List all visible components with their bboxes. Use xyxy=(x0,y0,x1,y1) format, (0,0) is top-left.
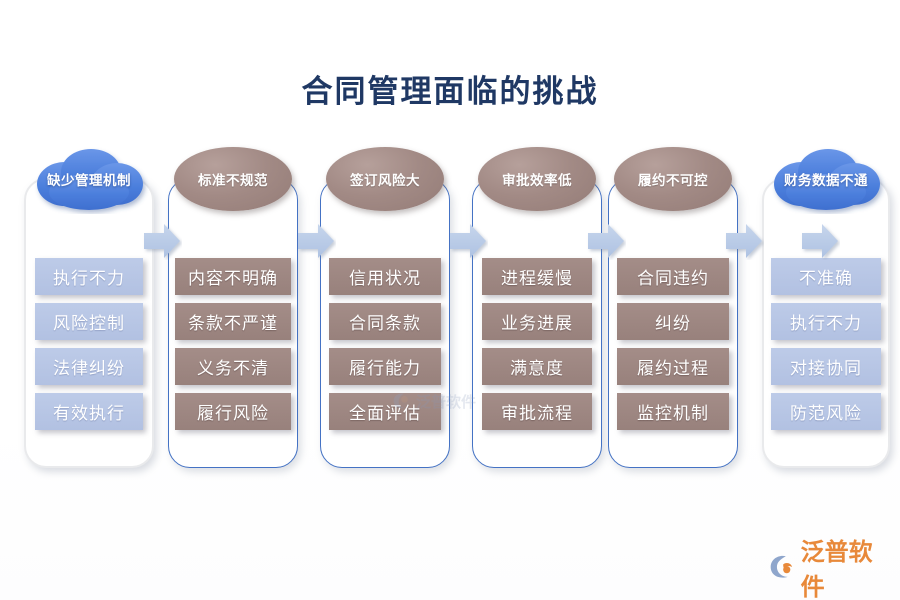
column-header-label: 履约不可控 xyxy=(638,173,708,189)
challenge-item-label: 履约过程 xyxy=(637,359,709,379)
challenge-item-label: 审批流程 xyxy=(501,404,573,424)
flow-arrow xyxy=(586,222,626,260)
column-item-list: 执行不力风险控制法律纠纷有效执行 xyxy=(24,258,154,438)
column-header-label: 标准不规范 xyxy=(198,173,268,189)
challenge-item-label: 合同违约 xyxy=(637,269,709,289)
challenge-item[interactable]: 全面评估 xyxy=(329,393,441,430)
challenge-item-label: 履行风险 xyxy=(197,404,269,424)
challenge-item-label: 进程缓慢 xyxy=(501,269,573,289)
flow-arrow xyxy=(724,222,764,260)
challenge-item-label: 法律纠纷 xyxy=(53,359,125,379)
flow-arrow xyxy=(448,222,488,260)
challenge-item[interactable]: 法律纠纷 xyxy=(35,348,143,385)
challenge-item-label: 业务进展 xyxy=(501,314,573,334)
logo-name: 泛普软件 xyxy=(800,538,873,600)
right-arrow-icon xyxy=(588,224,624,258)
challenge-item-label: 执行不力 xyxy=(790,314,862,334)
column-header[interactable]: 缺少管理机制 xyxy=(25,144,153,214)
challenge-item-label: 监控机制 xyxy=(637,404,709,424)
challenge-item[interactable]: 防范风险 xyxy=(771,393,881,430)
challenge-item-label: 防范风险 xyxy=(790,404,862,424)
column-header-label: 财务数据不通 xyxy=(784,173,868,189)
challenge-item-label: 纠纷 xyxy=(655,314,691,334)
challenge-item[interactable]: 条款不严谨 xyxy=(175,303,291,340)
flow-arrow xyxy=(142,222,182,260)
challenge-item[interactable]: 纠纷 xyxy=(617,303,729,340)
challenge-item-label: 满意度 xyxy=(510,359,564,379)
challenge-item-label: 风险控制 xyxy=(53,314,125,334)
column-header[interactable]: 签订风险大 xyxy=(326,147,444,211)
challenge-item[interactable]: 执行不力 xyxy=(35,258,143,295)
right-arrow-icon xyxy=(802,224,838,258)
challenge-item-label: 不准确 xyxy=(799,269,853,289)
challenge-item-label: 条款不严谨 xyxy=(188,314,278,334)
cloud-shape-icon xyxy=(774,149,880,210)
right-arrow-icon xyxy=(726,224,762,258)
challenge-item[interactable]: 监控机制 xyxy=(617,393,729,430)
challenge-item[interactable]: 义务不清 xyxy=(175,348,291,385)
right-arrow-icon xyxy=(144,224,180,258)
column-header[interactable]: 履约不可控 xyxy=(614,147,732,211)
challenge-item[interactable]: 不准确 xyxy=(771,258,881,295)
challenge-item[interactable]: 有效执行 xyxy=(35,393,143,430)
challenge-item-label: 合同条款 xyxy=(349,314,421,334)
challenge-item[interactable]: 对接协同 xyxy=(771,348,881,385)
challenge-item-label: 执行不力 xyxy=(53,269,125,289)
challenge-item[interactable]: 风险控制 xyxy=(35,303,143,340)
challenge-item[interactable]: 满意度 xyxy=(482,348,592,385)
challenge-item-label: 义务不清 xyxy=(197,359,269,379)
challenge-item[interactable]: 业务进展 xyxy=(482,303,592,340)
flow-arrow xyxy=(296,222,336,260)
cloud-shape-icon xyxy=(37,149,143,210)
column-header-label: 审批效率低 xyxy=(502,173,572,189)
column-item-list: 不准确执行不力对接协同防范风险 xyxy=(762,258,890,438)
column-header[interactable]: 标准不规范 xyxy=(174,147,292,211)
fanpu-logo-icon xyxy=(770,555,793,578)
logo-row: 泛普软件 xyxy=(768,532,892,600)
challenge-item[interactable]: 审批流程 xyxy=(482,393,592,430)
page-title: 合同管理面临的挑战 xyxy=(301,74,599,110)
challenge-item-label: 履行能力 xyxy=(349,359,421,379)
right-arrow-icon xyxy=(450,224,486,258)
challenge-item[interactable]: 内容不明确 xyxy=(175,258,291,295)
column-header[interactable]: 财务数据不通 xyxy=(762,144,890,214)
challenge-item-label: 内容不明确 xyxy=(188,269,278,289)
challenge-item[interactable]: 履约过程 xyxy=(617,348,729,385)
column-header[interactable]: 审批效率低 xyxy=(478,147,596,211)
challenge-item-label: 全面评估 xyxy=(349,404,421,424)
challenge-item[interactable]: 合同条款 xyxy=(329,303,441,340)
challenge-item[interactable]: 进程缓慢 xyxy=(482,258,592,295)
challenge-item[interactable]: 合同违约 xyxy=(617,258,729,295)
challenge-item-label: 信用状况 xyxy=(349,269,421,289)
column-item-list: 信用状况合同条款履行能力全面评估 xyxy=(320,258,450,438)
column-item-list: 内容不明确条款不严谨义务不清履行风险 xyxy=(168,258,298,438)
flow-arrow xyxy=(800,222,840,260)
challenge-item[interactable]: 信用状况 xyxy=(329,258,441,295)
column-item-list: 进程缓慢业务进展满意度审批流程 xyxy=(472,258,602,438)
right-arrow-icon xyxy=(298,224,334,258)
brand-logo: 泛普软件 www.fanpusoft.com xyxy=(768,532,892,600)
challenge-item-label: 对接协同 xyxy=(790,359,862,379)
column-header-label: 签订风险大 xyxy=(350,173,420,189)
column-item-list: 合同违约纠纷履约过程监控机制 xyxy=(608,258,738,438)
challenge-item-label: 有效执行 xyxy=(53,404,125,424)
challenge-item[interactable]: 履行能力 xyxy=(329,348,441,385)
challenge-item[interactable]: 履行风险 xyxy=(175,393,291,430)
column-header-label: 缺少管理机制 xyxy=(47,173,131,189)
challenge-item[interactable]: 执行不力 xyxy=(771,303,881,340)
